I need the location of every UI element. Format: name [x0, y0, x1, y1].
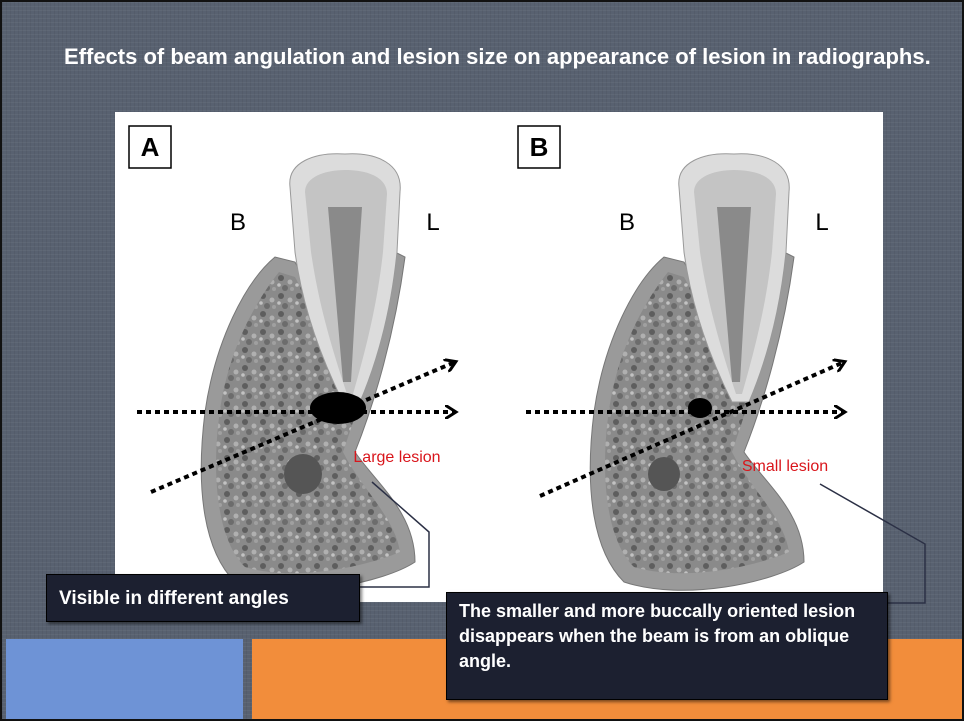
figure-svg: A B L Large lesion	[115, 112, 883, 602]
callout-visible-angles: Visible in different angles	[46, 574, 360, 622]
radiograph-figure: A B L Large lesion	[115, 112, 883, 602]
panel-b-lingual-label: L	[815, 209, 828, 236]
panel-b: B B L Small lesion	[518, 126, 844, 590]
panel-b-lesion-label: Small lesion	[742, 458, 828, 475]
panel-b-buccal-label: B	[619, 209, 635, 236]
panel-b-lesion-shadow	[648, 457, 680, 491]
footer-bar-blue	[6, 639, 243, 719]
panel-a-lesion-label: Large lesion	[353, 449, 440, 466]
panel-a-lingual-label: L	[426, 209, 439, 236]
panel-b-apical-lesion	[688, 398, 712, 418]
panel-a-buccal-label: B	[230, 209, 246, 236]
slide-title: Effects of beam angulation and lesion si…	[64, 42, 944, 71]
panel-b-label: B	[530, 132, 549, 162]
panel-a: A B L Large lesion	[129, 126, 455, 590]
callout-oblique-angle: The smaller and more buccally oriented l…	[446, 592, 888, 700]
panel-a-label: A	[141, 132, 160, 162]
panel-a-lesion-shadow	[284, 454, 322, 494]
